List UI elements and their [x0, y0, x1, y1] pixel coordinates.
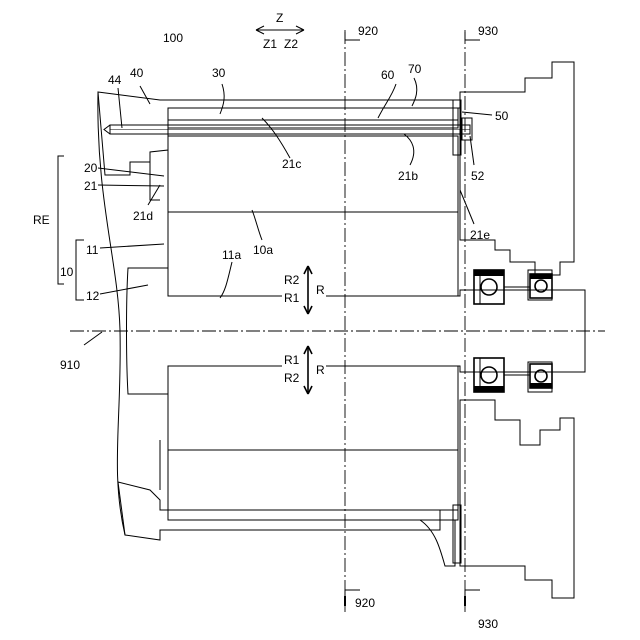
- end-housing: [460, 62, 574, 598]
- z-direction-arrow: [256, 26, 304, 34]
- label-920-top: 920: [358, 24, 378, 38]
- label-50: 50: [495, 109, 509, 123]
- label-21b: 21b: [398, 169, 418, 183]
- label-930-top: 930: [478, 24, 498, 38]
- label-11a: 11a: [222, 248, 241, 262]
- label-910: 910: [60, 358, 80, 372]
- label-re: RE: [33, 213, 50, 227]
- label-r2-lower: R2: [284, 371, 300, 385]
- label-60: 60: [381, 68, 395, 82]
- label-10a: 10a: [253, 243, 273, 257]
- through-bolt: [104, 125, 470, 134]
- bearing-left-bottom: [474, 358, 504, 392]
- stator-core: [168, 136, 458, 510]
- label-70: 70: [408, 62, 422, 76]
- label-930-bottom: 930: [478, 617, 498, 631]
- bearing-left-top: [474, 270, 504, 304]
- plate-and-nut: [453, 100, 472, 563]
- label-920-bottom: 920: [355, 596, 375, 610]
- label-z1: Z1: [263, 37, 277, 51]
- label-30: 30: [212, 66, 226, 80]
- label-12: 12: [86, 289, 100, 303]
- label-21c: 21c: [282, 157, 301, 171]
- label-52: 52: [471, 169, 485, 183]
- label-21d: 21d: [133, 209, 153, 223]
- label-r1-upper: R1: [284, 291, 300, 305]
- label-21: 21: [84, 179, 98, 193]
- label-20: 20: [84, 161, 98, 175]
- label-z2: Z2: [284, 37, 298, 51]
- bearing-right-top: [530, 274, 552, 298]
- label-11: 11: [86, 243, 99, 257]
- label-100: 100: [163, 31, 183, 45]
- label-r-upper: R: [316, 283, 325, 297]
- housing: [98, 92, 460, 540]
- label-44: 44: [108, 73, 122, 87]
- label-10: 10: [60, 265, 74, 279]
- label-r1-lower: R1: [284, 353, 300, 367]
- label-z: Z: [276, 11, 283, 25]
- label-r2-upper: R2: [284, 273, 300, 287]
- label-21e: 21e: [470, 228, 490, 242]
- bearing-right-bottom: [530, 364, 552, 388]
- label-r-lower: R: [316, 363, 325, 377]
- label-40: 40: [130, 66, 144, 80]
